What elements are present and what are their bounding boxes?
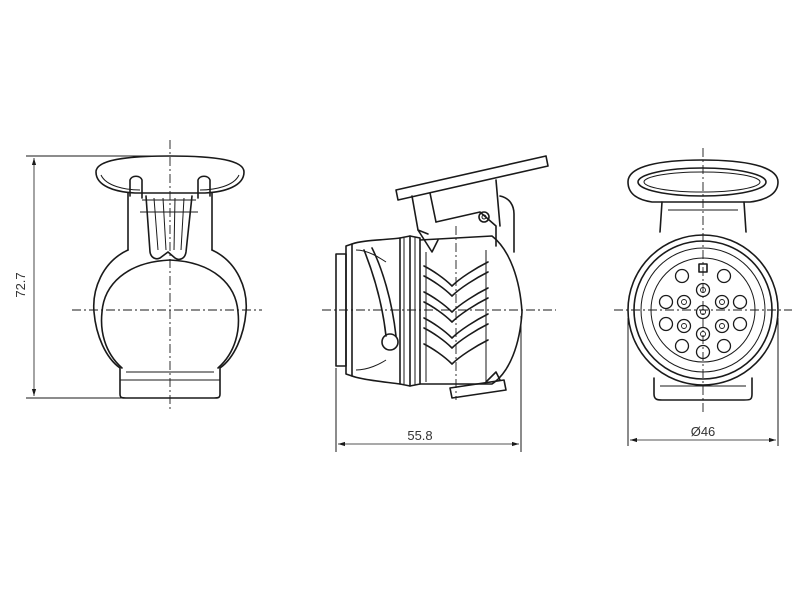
rear-flange-ring — [637, 167, 767, 197]
side-lid — [395, 155, 549, 201]
length-dimension-label: 55.8 — [407, 428, 432, 443]
contact-pin — [714, 294, 730, 310]
pin-hole — [658, 294, 674, 310]
front-latch — [145, 195, 193, 261]
pin-hole — [674, 268, 690, 284]
side-view: 55.8 — [322, 155, 556, 452]
height-dimension-label: 72.7 — [13, 272, 28, 297]
pin-hole — [716, 338, 732, 354]
hinge-lug-left — [129, 175, 143, 199]
pin-hole — [674, 338, 690, 354]
outer-pins — [658, 268, 748, 360]
contact-pin — [676, 294, 692, 310]
side-rib-4 — [423, 339, 489, 365]
pin-hole — [658, 316, 674, 332]
contact-pin — [676, 318, 692, 334]
diameter-dimension-label: Ø46 — [691, 424, 716, 439]
pin-hole — [716, 268, 732, 284]
pin-hole — [732, 316, 748, 332]
side-rib-3 — [423, 313, 489, 339]
front-view: 72.7 — [13, 140, 262, 412]
front-flange — [95, 155, 245, 194]
side-rib-1 — [423, 261, 489, 287]
pin-hole — [732, 294, 748, 310]
pin-face-view: Ø46 — [614, 148, 792, 446]
hinge-lug-right — [197, 175, 211, 199]
rear-flange — [627, 159, 779, 203]
side-body — [419, 235, 523, 385]
side-bottom-clip — [449, 379, 507, 399]
side-lid-pivot — [478, 211, 490, 223]
side-knob — [381, 333, 399, 351]
side-rib-2 — [423, 287, 489, 313]
contact-pin — [714, 318, 730, 334]
